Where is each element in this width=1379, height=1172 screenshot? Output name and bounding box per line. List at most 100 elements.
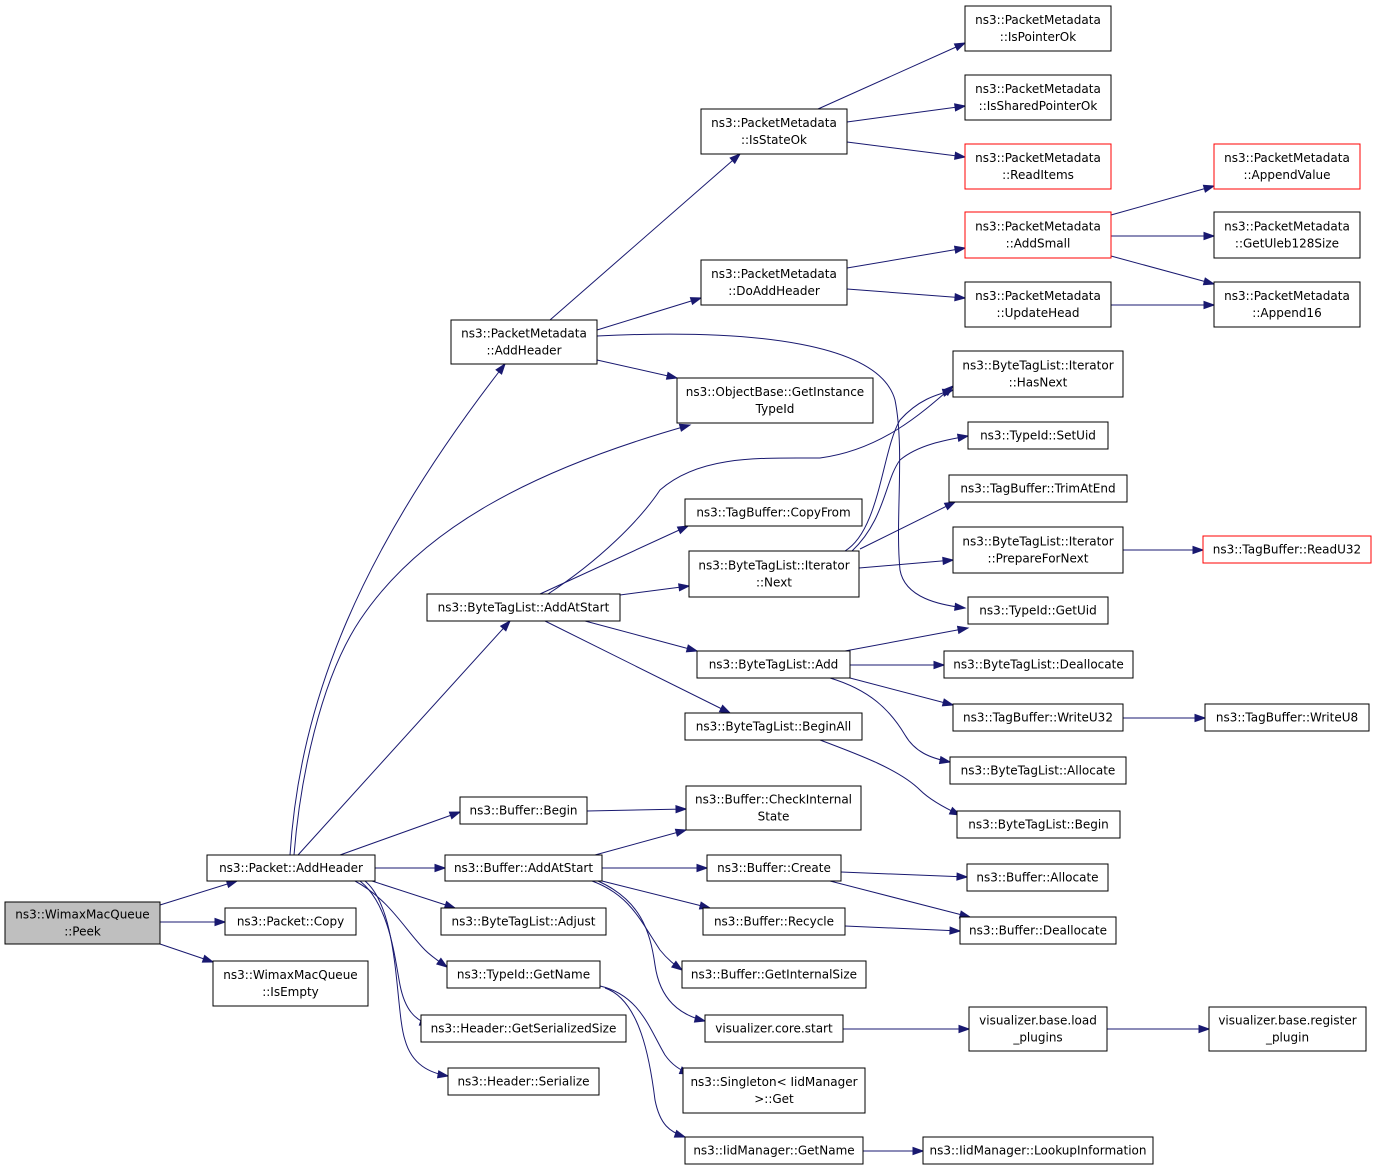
node-typeid-getname[interactable]: ns3::TypeId::GetName bbox=[446, 960, 601, 989]
edge-pm-doaddheader-to-pm-addsmall bbox=[846, 245, 967, 269]
node-packet-addheader[interactable]: ns3::Packet::AddHeader bbox=[206, 854, 376, 882]
node-buf-deallocate[interactable]: ns3::Buffer::Deallocate bbox=[959, 916, 1117, 945]
node-singleton-get[interactable]: ns3::Singleton< IidManager>::Get bbox=[682, 1067, 866, 1114]
node-buf-begin[interactable]: ns3::Buffer::Begin bbox=[459, 796, 588, 825]
node-box bbox=[964, 281, 1112, 328]
edge-arrowhead bbox=[678, 423, 692, 432]
node-box bbox=[948, 474, 1128, 503]
call-edges bbox=[159, 42, 1216, 1156]
node-box bbox=[696, 650, 851, 679]
node-btl-beginall[interactable]: ns3::ByteTagList::BeginAll bbox=[684, 712, 863, 741]
edge-buf-begin-to-buf-checkinternal bbox=[586, 805, 688, 814]
edge-iid-getname-to-iid-lookupinfo bbox=[863, 1146, 925, 1156]
node-wimax-isempty[interactable]: ns3::WimaxMacQueue::IsEmpty bbox=[212, 960, 369, 1007]
node-vis-base-registerplugin[interactable]: visualizer.base.register_plugin bbox=[1208, 1006, 1367, 1052]
edge-line bbox=[859, 501, 956, 550]
node-hdr-serialize[interactable]: ns3::Header::Serialize bbox=[447, 1067, 600, 1096]
node-btl-allocate[interactable]: ns3::ByteTagList::Allocate bbox=[949, 756, 1127, 785]
node-box bbox=[943, 650, 1134, 679]
node-label: ns3::Buffer::AddAtStart bbox=[454, 861, 593, 875]
node-iid-getname[interactable]: ns3::IidManager::GetName bbox=[684, 1136, 864, 1165]
node-buf-getinternalsize[interactable]: ns3::Buffer::GetInternalSize bbox=[681, 960, 867, 989]
node-box bbox=[967, 421, 1109, 450]
node-btli-hasnext[interactable]: ns3::ByteTagList::Iterator::HasNext bbox=[952, 350, 1124, 398]
edge-arrowhead bbox=[1194, 713, 1207, 723]
node-box bbox=[684, 498, 863, 527]
edge-btl-add-to-typeid-getuid bbox=[844, 625, 970, 652]
edge-line bbox=[596, 359, 678, 379]
node-btli-next[interactable]: ns3::ByteTagList::Iterator::Next bbox=[688, 550, 860, 598]
node-label: ns3::ByteTagList::Begin bbox=[968, 818, 1109, 832]
node-label: ns3::TagBuffer::WriteU32 bbox=[963, 711, 1113, 725]
edge-line bbox=[601, 880, 711, 909]
node-box bbox=[700, 108, 848, 155]
node-vis-core-start[interactable]: visualizer.core.start bbox=[704, 1014, 844, 1043]
node-label: ns3::ByteTagList::Deallocate bbox=[953, 658, 1123, 672]
node-tb-copyfrom[interactable]: ns3::TagBuffer::CopyFrom bbox=[684, 498, 863, 527]
edge-btl-addatstart-to-btl-add bbox=[584, 620, 699, 653]
edge-pm-isstateok-to-pm-issharedpointerok bbox=[846, 103, 967, 123]
node-label: ns3::ByteTagList::Adjust bbox=[452, 915, 596, 929]
node-pm-appendvalue[interactable]: ns3::PacketMetadata::AppendValue bbox=[1213, 143, 1361, 190]
node-btl-addatstart[interactable]: ns3::ByteTagList::AddAtStart bbox=[426, 593, 621, 622]
edge-arrowhead bbox=[958, 1024, 971, 1034]
node-tb-readu32[interactable]: ns3::TagBuffer::ReadU32 bbox=[1202, 535, 1372, 564]
node-buf-recycle[interactable]: ns3::Buffer::Recycle bbox=[702, 907, 846, 936]
node-btl-deallocate[interactable]: ns3::ByteTagList::Deallocate bbox=[943, 650, 1134, 679]
node-pm-addsmall[interactable]: ns3::PacketMetadata::AddSmall bbox=[964, 211, 1112, 259]
node-pm-isstateok[interactable]: ns3::PacketMetadata::IsStateOk bbox=[700, 108, 848, 155]
node-label: ns3::PacketMetadata bbox=[975, 13, 1101, 27]
node-typeid-getuid[interactable]: ns3::TypeId::GetUid bbox=[967, 596, 1109, 625]
edge-arrowhead bbox=[954, 602, 967, 611]
node-label: ::AddSmall bbox=[1006, 237, 1071, 251]
node-pm-readitems[interactable]: ns3::PacketMetadata::ReadItems bbox=[964, 143, 1112, 190]
node-label: ::DoAddHeader bbox=[728, 284, 820, 298]
node-pm-updatehead[interactable]: ns3::PacketMetadata::UpdateHead bbox=[964, 281, 1112, 328]
node-label: ns3::Header::GetSerializedSize bbox=[431, 1022, 617, 1036]
node-btli-preparefornext[interactable]: ns3::ByteTagList::Iterator::PrepareForNe… bbox=[952, 526, 1124, 574]
node-btl-begin[interactable]: ns3::ByteTagList::Begin bbox=[956, 810, 1121, 839]
node-pm-doaddheader[interactable]: ns3::PacketMetadata::DoAddHeader bbox=[700, 259, 848, 306]
node-pm-getuleb128size[interactable]: ns3::PacketMetadata::GetUleb128Size bbox=[1213, 211, 1361, 259]
node-packet-copy[interactable]: ns3::Packet::Copy bbox=[224, 907, 357, 936]
node-tb-writeu32[interactable]: ns3::TagBuffer::WriteU32 bbox=[952, 703, 1124, 732]
node-box bbox=[956, 810, 1121, 839]
edge-packet-addheader-to-pm-addheader bbox=[289, 362, 506, 856]
node-pm-addheader[interactable]: ns3::PacketMetadata::AddHeader bbox=[450, 319, 598, 365]
node-label: visualizer.core.start bbox=[715, 1022, 833, 1036]
edge-line bbox=[1110, 185, 1215, 216]
node-wimax-peek[interactable]: ns3::WimaxMacQueue::Peek bbox=[4, 901, 161, 945]
node-label: ns3::TypeId::SetUid bbox=[980, 429, 1096, 443]
node-btl-adjust[interactable]: ns3::ByteTagList::Adjust bbox=[440, 907, 607, 936]
node-pm-append16[interactable]: ns3::PacketMetadata::Append16 bbox=[1213, 281, 1361, 328]
node-btl-add[interactable]: ns3::ByteTagList::Add bbox=[696, 650, 851, 679]
edge-line bbox=[289, 363, 506, 856]
node-box bbox=[4, 901, 161, 945]
node-buf-create[interactable]: ns3::Buffer::Create bbox=[706, 854, 842, 882]
node-buf-addatstart[interactable]: ns3::Buffer::AddAtStart bbox=[444, 854, 603, 882]
node-pm-issharedpointerok[interactable]: ns3::PacketMetadata::IsSharedPointerOk bbox=[964, 74, 1112, 121]
node-box bbox=[706, 854, 842, 882]
node-box bbox=[444, 854, 603, 882]
edge-arrowhead bbox=[214, 917, 227, 927]
node-label: >::Get bbox=[754, 1092, 794, 1106]
node-pm-ispointerok[interactable]: ns3::PacketMetadata::IsPointerOk bbox=[964, 5, 1112, 52]
node-buf-allocate[interactable]: ns3::Buffer::Allocate bbox=[966, 863, 1109, 892]
node-iid-lookupinfo[interactable]: ns3::IidManager::LookupInformation bbox=[922, 1136, 1154, 1165]
edge-arrowhead bbox=[671, 960, 684, 971]
node-tb-writeu8[interactable]: ns3::TagBuffer::WriteU8 bbox=[1204, 703, 1370, 732]
edge-line bbox=[364, 880, 449, 1077]
node-label: ns3::WimaxMacQueue bbox=[223, 968, 357, 982]
node-tb-trimatend[interactable]: ns3::TagBuffer::TrimAtEnd bbox=[948, 474, 1128, 503]
edge-wimax-peek-to-packet-copy bbox=[160, 917, 227, 927]
edge-line bbox=[846, 247, 966, 269]
node-hdr-getsersize[interactable]: ns3::Header::GetSerializedSize bbox=[420, 1014, 627, 1043]
node-vis-base-loadplugins[interactable]: visualizer.base.load_plugins bbox=[968, 1006, 1108, 1052]
edge-arrowhead bbox=[693, 1014, 707, 1023]
node-box bbox=[684, 1136, 864, 1165]
node-typeid-setuid[interactable]: ns3::TypeId::SetUid bbox=[967, 421, 1109, 450]
edge-line bbox=[597, 880, 706, 1022]
node-label: ns3::PacketMetadata bbox=[1224, 151, 1350, 165]
